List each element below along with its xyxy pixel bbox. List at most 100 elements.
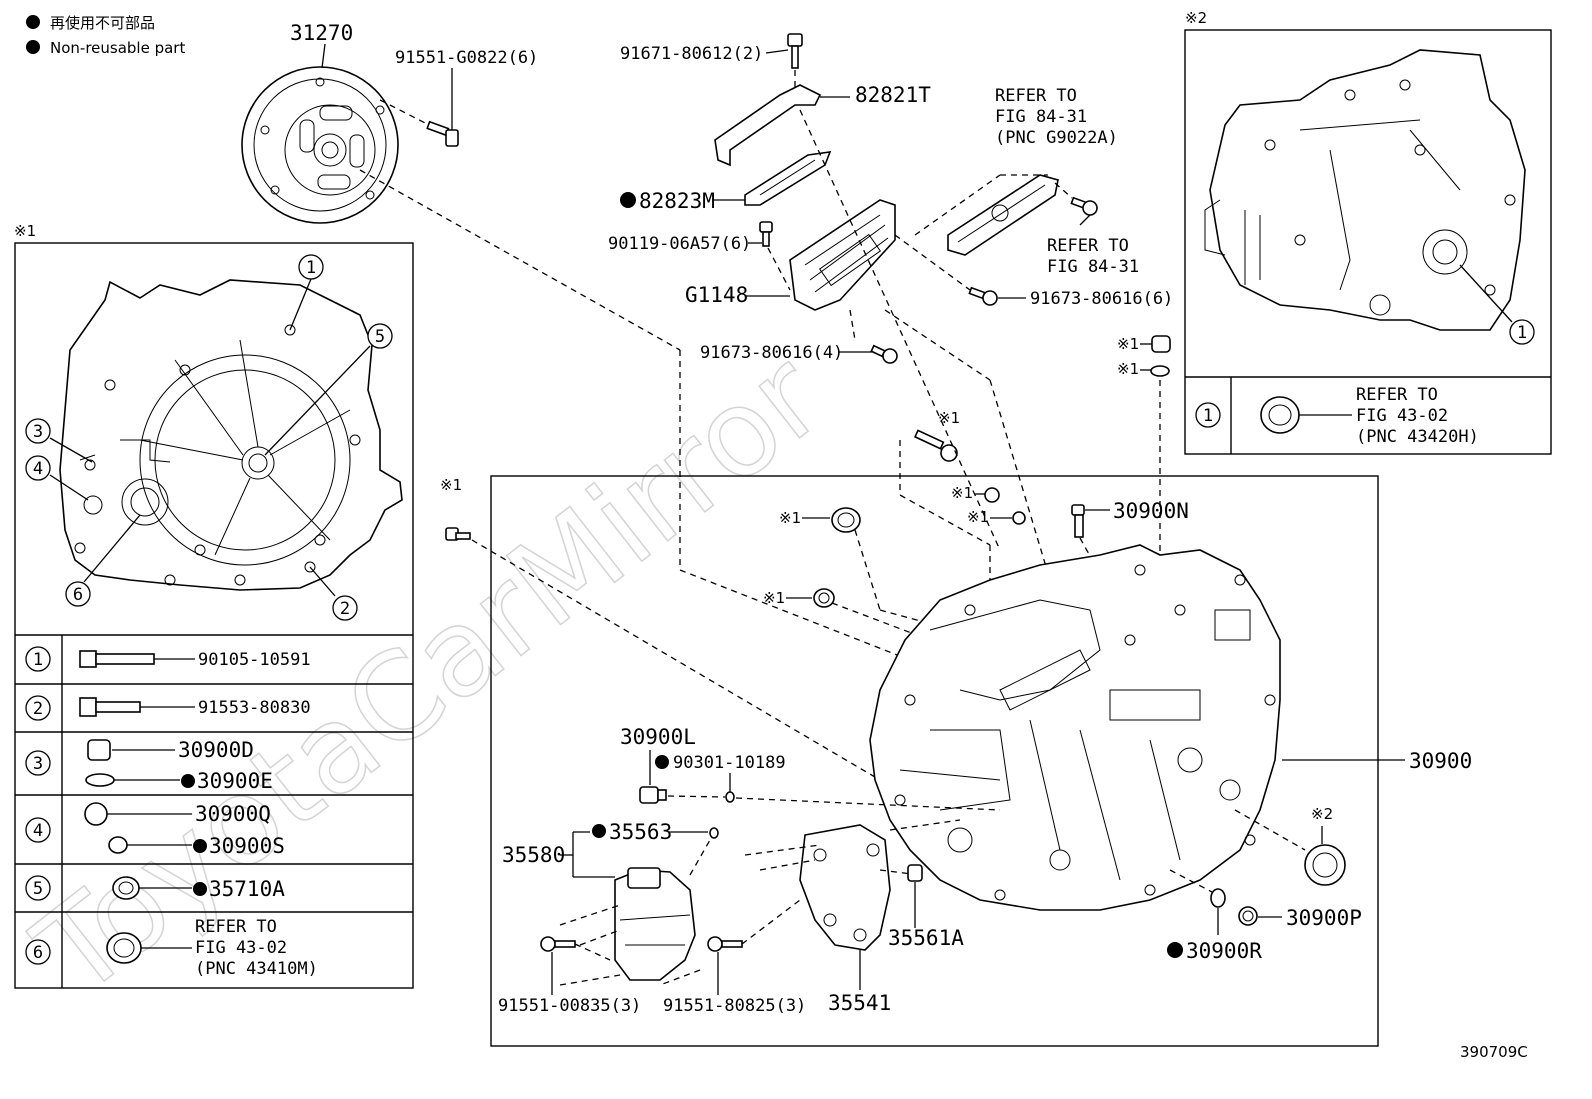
inset-1-table: 1 90105-10591 2 91553-80830 3 30900D 309… — [15, 634, 413, 988]
non-reusable-dot-icon — [620, 192, 636, 208]
oil-seal-icon — [831, 507, 861, 533]
table-part-number: 30900D — [178, 738, 254, 762]
non-reusable-dot-icon — [193, 839, 207, 853]
table-refer-text: REFER TO — [195, 917, 277, 937]
inset-1: ※1 — [14, 222, 414, 989]
figure-code: 390709C — [1460, 1043, 1528, 1061]
gasket-icon — [1150, 365, 1170, 377]
ref-mark: ※1 — [951, 484, 973, 502]
table-row-number: 3 — [33, 754, 43, 774]
bolt-shank-icon — [95, 653, 155, 665]
bolt-icon — [79, 697, 97, 717]
table-row-number: 5 — [33, 879, 43, 899]
plug-icon — [639, 786, 659, 804]
part-number-30900r: 30900R — [1186, 939, 1262, 963]
bolt-91551-00835 — [540, 936, 576, 952]
part-number-g1148: G1148 — [685, 283, 748, 307]
non-reusable-dot-icon — [592, 824, 606, 838]
table-part-number: 30900S — [209, 834, 285, 858]
table-row-number: 4 — [33, 821, 43, 841]
table-part-number: 90105-10591 — [198, 650, 311, 670]
inset-1-frame — [14, 242, 414, 989]
oil-seal-icon — [112, 876, 140, 900]
gasket-icon — [1012, 511, 1026, 525]
bracket-35541 — [799, 824, 891, 951]
ref-mark: ※1 — [763, 589, 785, 607]
transaxle-assembly-drawing — [869, 544, 1281, 911]
part-number-35563: 35563 — [609, 820, 672, 844]
ref-mark: ※1 — [967, 508, 989, 526]
ref-mark: ※1 — [1117, 360, 1139, 378]
o-ring-icon — [1210, 888, 1226, 908]
oil-seal-icon — [1260, 396, 1300, 434]
callout-number: 1 — [306, 258, 316, 278]
transaxle-case-drawing — [1204, 49, 1526, 331]
oil-seal-icon — [813, 588, 835, 608]
plug-icon — [84, 802, 108, 826]
part-number-35561a: 35561A — [888, 926, 964, 950]
part-number-90119-06a57: 90119-06A57(6) — [608, 234, 751, 254]
part-number-82823m: 82823M — [639, 189, 715, 213]
part-number-91673-80616-6: 91673-80616(6) — [1030, 289, 1173, 309]
non-reusable-dot-icon — [193, 882, 207, 896]
callout-number: 1 — [1517, 323, 1527, 343]
part-number-90301-10189: 90301-10189 — [673, 753, 786, 773]
clutch-cover-31270 — [241, 66, 399, 224]
ref-mark: ※1 — [440, 476, 462, 494]
bolt-91673-80616-4 — [870, 344, 898, 364]
plug-icon — [1151, 335, 1171, 353]
part-number-31270: 31270 — [290, 21, 353, 45]
table-row-number: 1 — [33, 650, 43, 670]
part-number-30900: 30900 — [1409, 749, 1472, 773]
clutch-housing-drawing — [59, 279, 403, 591]
table-part-number: 91553-80830 — [198, 698, 311, 718]
plug-icon — [984, 487, 1000, 503]
table-refer-text: (PNC 43410M) — [195, 959, 318, 979]
part-number-91551-80825: 91551-80825(3) — [663, 996, 806, 1016]
inset-1-title: ※1 — [14, 222, 36, 240]
bolt-91673-80616-6 — [968, 286, 998, 306]
bolt-left-ref1 — [445, 527, 471, 541]
inset-2-refer-text: (PNC 43420H) — [1356, 427, 1479, 447]
table-refer-text: FIG 43-02 — [195, 938, 287, 958]
bracket-82821t — [714, 84, 822, 167]
legend: 再使用不可部品 Non-reusable part — [26, 14, 185, 57]
part-number-30900p: 30900P — [1286, 906, 1362, 930]
bolt-center-ref1 — [913, 429, 958, 462]
inset-2-title: ※2 — [1185, 9, 1207, 27]
bolt-91551-g0822 — [426, 120, 459, 147]
refer-text: FIG 84-31 — [1047, 257, 1139, 277]
ref-mark: ※1 — [938, 409, 960, 427]
part-number-35580: 35580 — [502, 843, 565, 867]
connector-g1148 — [789, 199, 896, 311]
o-ring-icon — [725, 791, 735, 803]
non-reusable-dot-icon — [1167, 942, 1183, 958]
legend-line-ja: 再使用不可部品 — [50, 14, 155, 32]
cover-ref-84-31 — [947, 174, 1059, 256]
callout-number: 2 — [340, 599, 350, 619]
ref-mark: ※1 — [779, 509, 801, 527]
callout-number: 5 — [375, 327, 385, 347]
table-part-number: 35710A — [209, 877, 285, 901]
plug-30900p — [1238, 906, 1258, 926]
drain-plug-icon — [87, 739, 111, 761]
callout-number: 3 — [33, 422, 43, 442]
table-part-number: 30900E — [197, 769, 273, 793]
legend-dot-icon — [26, 15, 40, 29]
bolt-91671-80612 — [787, 33, 803, 69]
part-number-91551-g0822: 91551-G0822(6) — [395, 48, 538, 68]
table-row-number: 6 — [33, 943, 43, 963]
refer-text: (PNC G9022A) — [995, 128, 1118, 148]
table-row-number: 2 — [33, 699, 43, 719]
o-ring-icon — [709, 827, 719, 839]
table-part-number: 30900Q — [195, 802, 271, 826]
inset-2-refer-text: REFER TO — [1356, 385, 1438, 405]
non-reusable-dot-icon — [181, 774, 195, 788]
legend-dot-icon — [26, 40, 40, 54]
part-number-30900n: 30900N — [1113, 499, 1189, 523]
inset-2-refer-text: FIG 43-02 — [1356, 406, 1448, 426]
part-number-30900l: 30900L — [620, 725, 696, 749]
refer-text: FIG 84-31 — [995, 107, 1087, 127]
inset-1-callouts: 1 2 3 4 5 6 — [25, 254, 393, 621]
